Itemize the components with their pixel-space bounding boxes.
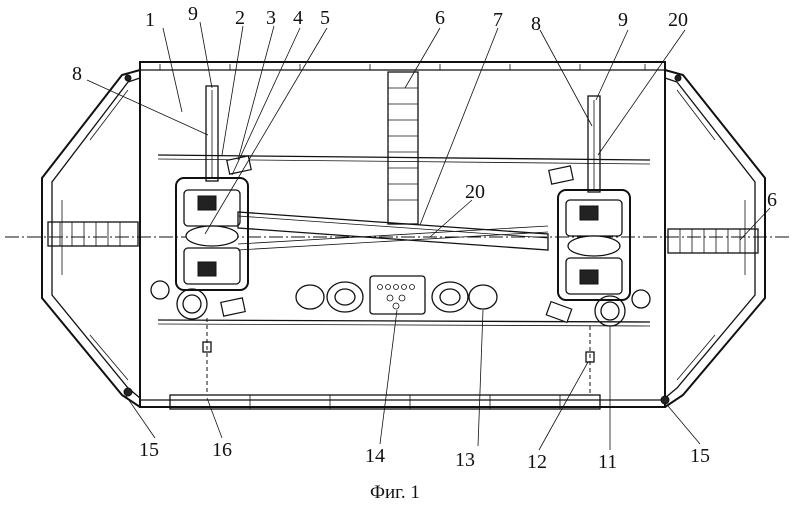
callout-6-right: 6	[767, 189, 777, 211]
callout-6-top: 6	[435, 7, 445, 29]
vehicle-body	[139, 61, 666, 410]
callout-16: 16	[212, 439, 232, 461]
callout-3: 3	[266, 7, 276, 29]
figure-caption: Фиг. 1	[370, 482, 420, 503]
right-bogie	[557, 95, 631, 301]
callout-11: 11	[598, 451, 617, 473]
portholes	[295, 281, 498, 313]
callout-8-right: 8	[531, 13, 541, 35]
callout-4: 4	[293, 7, 303, 29]
callout-9-right: 9	[618, 9, 628, 31]
central-beam	[237, 211, 549, 251]
left-end-fairing	[41, 69, 141, 408]
callout-20-center: 20	[465, 181, 485, 203]
control-panel	[369, 275, 426, 315]
leader-lines	[86, 21, 771, 451]
right-end-fairing	[660, 69, 766, 408]
callout-15-right: 15	[690, 445, 710, 467]
left-ladder	[47, 221, 139, 247]
callout-1: 1	[145, 9, 155, 31]
hatch-plates	[220, 155, 574, 324]
callout-15-left: 15	[139, 439, 159, 461]
callout-13: 13	[455, 449, 475, 471]
left-bogie	[175, 85, 249, 291]
drain-fittings	[202, 318, 595, 395]
callout-5: 5	[320, 7, 330, 29]
callout-12: 12	[527, 451, 547, 473]
callout-7: 7	[493, 9, 503, 31]
callout-9-left: 9	[188, 3, 198, 25]
right-ladder	[667, 228, 759, 254]
center-ladder	[387, 71, 419, 225]
lower-rail	[157, 319, 651, 327]
wheels	[150, 280, 651, 327]
callout-2: 2	[235, 7, 245, 29]
callout-8-left: 8	[72, 63, 82, 85]
callout-14: 14	[365, 445, 385, 467]
callout-20-right: 20	[668, 9, 688, 31]
